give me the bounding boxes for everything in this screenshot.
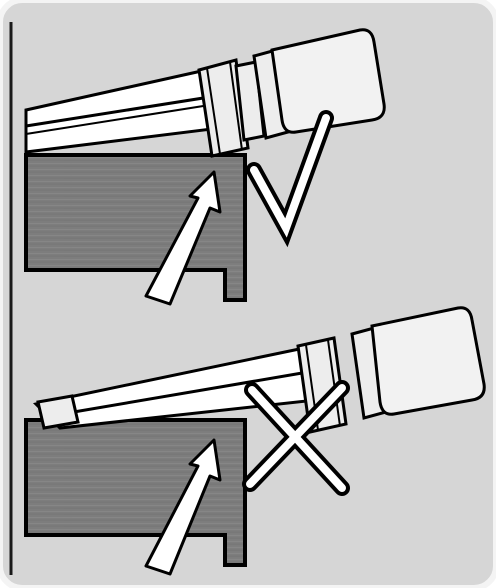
workpiece-block [24, 153, 247, 302]
alignment-arrow [144, 170, 222, 306]
clamp-collar-2 [296, 326, 388, 434]
correct-example [24, 28, 386, 306]
workpiece-block-2 [24, 418, 247, 567]
tool-motor-body-2 [370, 306, 486, 416]
alignment-arrow-2 [144, 438, 222, 576]
clamp-collar [197, 48, 290, 158]
tool-motor-body [270, 28, 386, 134]
incorrect-example [24, 306, 486, 576]
cross-mark-icon [242, 380, 350, 496]
rail-end-cap [36, 394, 80, 430]
